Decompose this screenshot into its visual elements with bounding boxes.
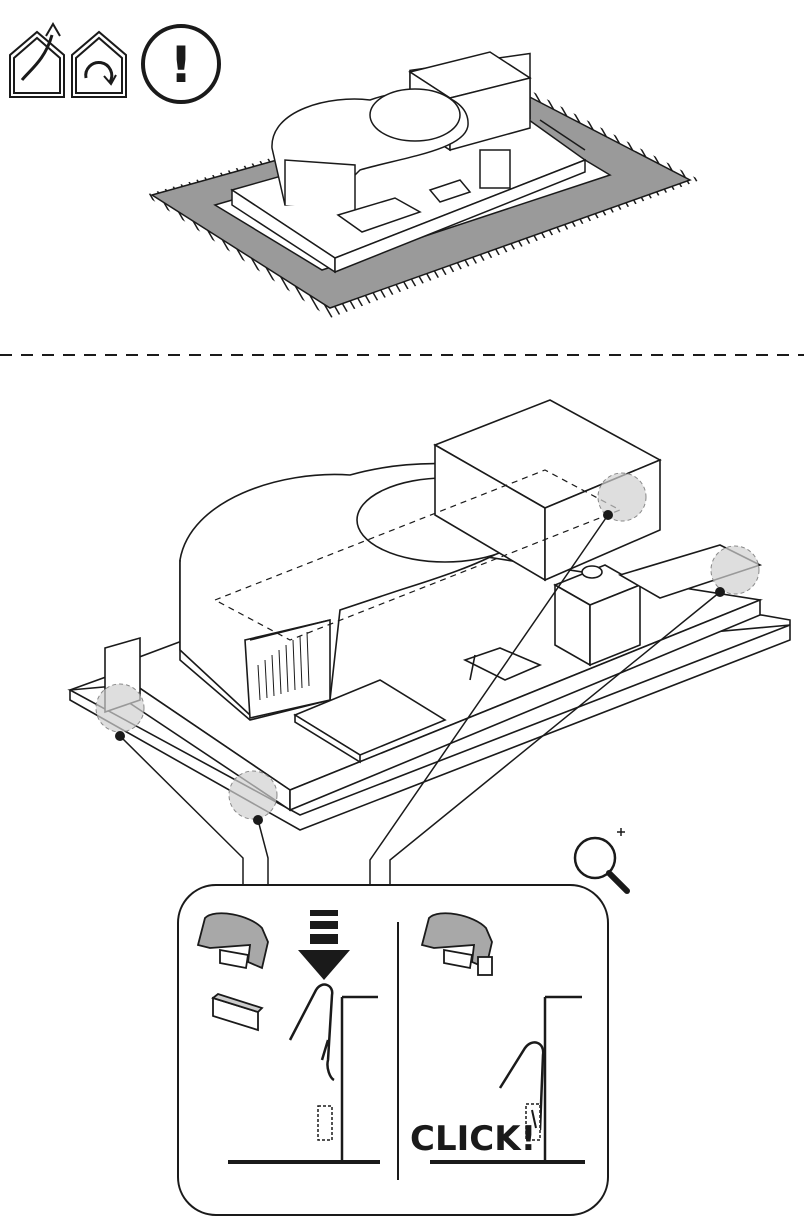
clip-profile-before: [228, 983, 380, 1164]
clip-location-markers: [95, 472, 760, 885]
warning-symbol: !: [170, 36, 193, 94]
warning-icon: !: [141, 24, 221, 104]
clip-before-view: [196, 912, 269, 1032]
clip-profile-after: [430, 995, 585, 1164]
click-label: CLICK!: [410, 1119, 536, 1159]
magnifier-plus-icon: [573, 828, 630, 894]
push-down-arrow: [298, 910, 350, 980]
detail-panel: [177, 884, 609, 1216]
hood-main-view: [67, 399, 791, 831]
hood-top-view: [230, 51, 587, 274]
house-exhaust-icon: [9, 22, 65, 98]
house-recirculation-icon: [71, 30, 127, 98]
clip-after-view: [420, 912, 493, 976]
